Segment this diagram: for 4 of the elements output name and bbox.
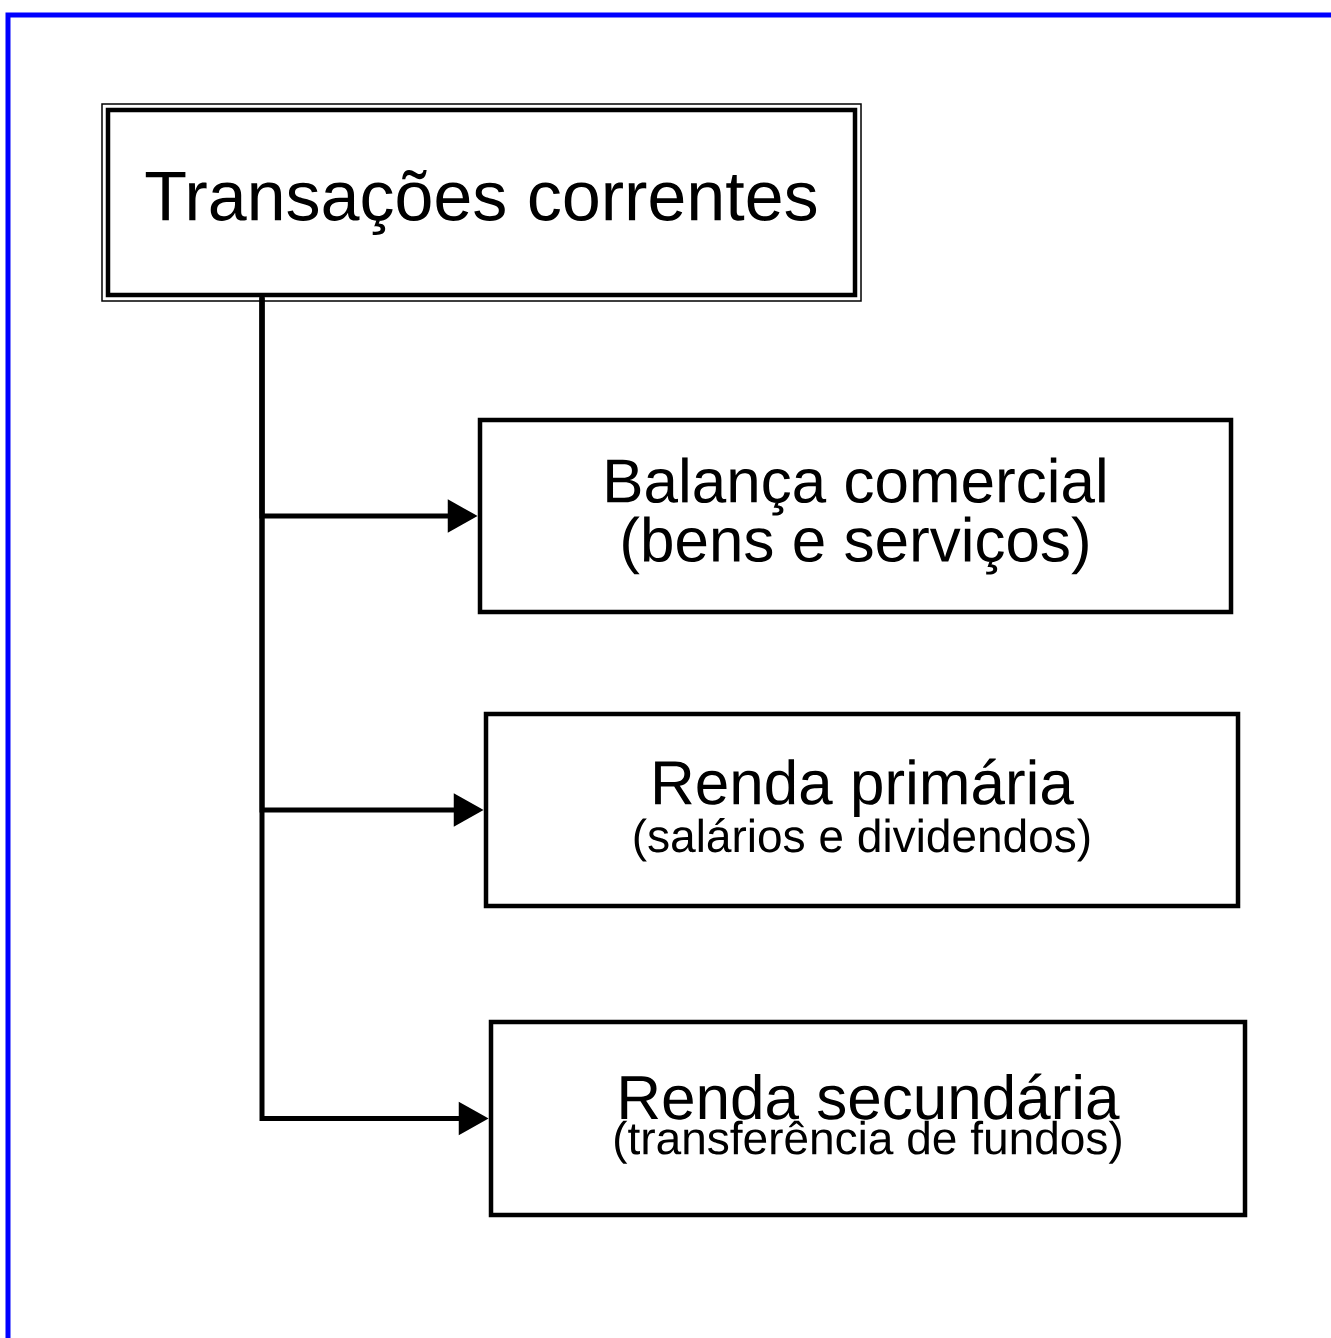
process-box: Balança comercial (bens e serviços): [477, 417, 1234, 615]
process-box: Renda primária (salários e dividendos): [483, 711, 1241, 909]
process-box: Renda secundária (transferência de fundos): [488, 1019, 1248, 1218]
heading-box: Transações correntes: [101, 103, 862, 302]
